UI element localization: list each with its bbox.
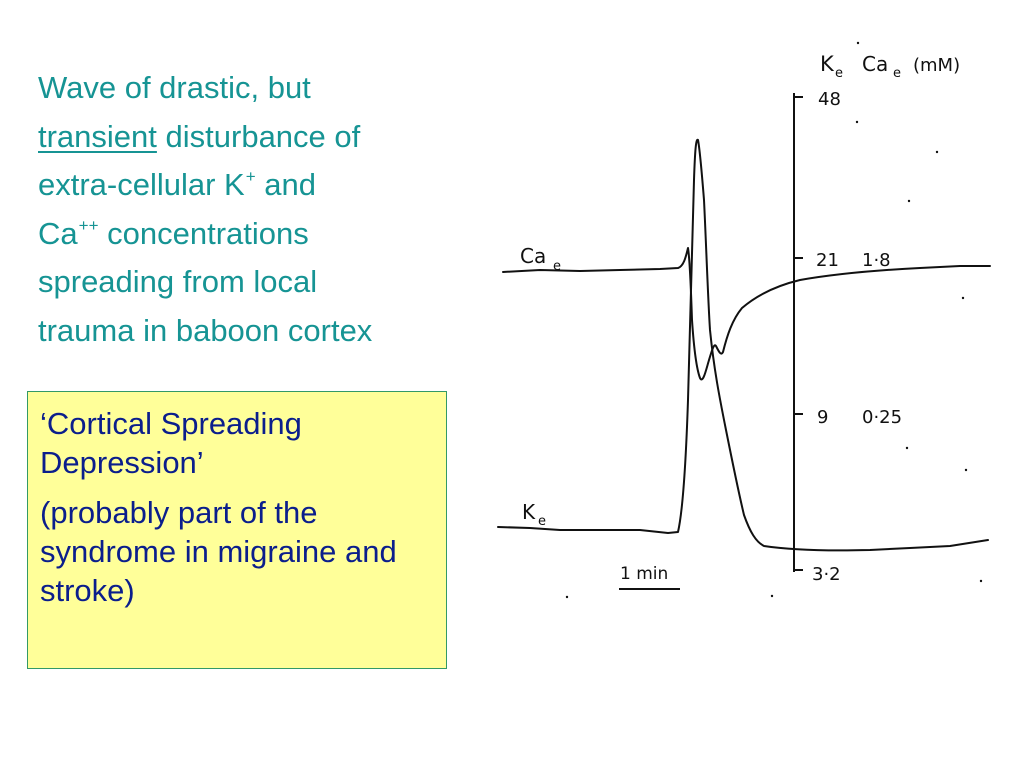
heading-line-4: Ca++ concentrations [38, 210, 478, 259]
axis-header-ca: Ca [862, 52, 888, 76]
heading-underlined-word: transient [38, 118, 157, 154]
trace-diagram: K e Ca e (mM) 48 21 1·8 9 0·25 3·2 Ca e … [497, 41, 991, 599]
slide-heading: Wave of drastic, but transient disturban… [38, 64, 478, 355]
note-box: ‘Cortical Spreading Depression’ (probabl… [27, 391, 447, 669]
calcium-trace [502, 247, 991, 381]
heading-line-2: transient disturbance of [38, 113, 478, 162]
axis-header-k-subscript: e [835, 66, 843, 81]
tick-label-1-8: 1·8 [862, 250, 891, 271]
heading-line-5: spreading from local [38, 264, 318, 299]
heading-potassium-charge: + [245, 167, 256, 186]
ion-concentration-figure: K e Ca e (mM) 48 21 1·8 9 0·25 3·2 Ca e … [480, 30, 1020, 630]
calcium-trace-label: Ca [520, 244, 546, 268]
tick-label-21: 21 [816, 250, 839, 271]
calcium-trace-label-subscript: e [553, 259, 561, 274]
heading-line-3: extra-cellular K+ and [38, 161, 478, 210]
axis-header-unit: (mM) [913, 55, 960, 76]
heading-potassium-text: extra-cellular K [38, 167, 245, 202]
heading-calcium-charge: ++ [78, 215, 99, 235]
heading-line-4-end: concentrations [98, 215, 309, 251]
tick-label-3-2: 3·2 [812, 564, 841, 585]
heading-line-3-end: and [255, 167, 317, 202]
heading-line-6: trauma in baboon cortex [38, 312, 373, 348]
potassium-trace [497, 138, 989, 552]
note-body: (probably part of the syndrome in migrai… [40, 495, 397, 608]
scan-specks [565, 41, 983, 599]
potassium-trace-label: K [522, 500, 536, 524]
heading-line-2-rest: disturbance of [156, 118, 361, 154]
heading-line-1: Wave of drastic, but [38, 70, 311, 105]
heading-calcium-text: Ca [38, 215, 78, 251]
note-title: ‘Cortical Spreading Depression’ [40, 406, 302, 480]
axis-header-ca-subscript: e [893, 66, 901, 81]
tick-label-48: 48 [818, 89, 841, 110]
time-scale-label: 1 min [620, 564, 668, 584]
potassium-trace-label-subscript: e [538, 514, 546, 529]
tick-label-0-25: 0·25 [862, 407, 902, 428]
tick-label-9: 9 [817, 407, 828, 428]
axis-header-k: K [820, 52, 835, 76]
